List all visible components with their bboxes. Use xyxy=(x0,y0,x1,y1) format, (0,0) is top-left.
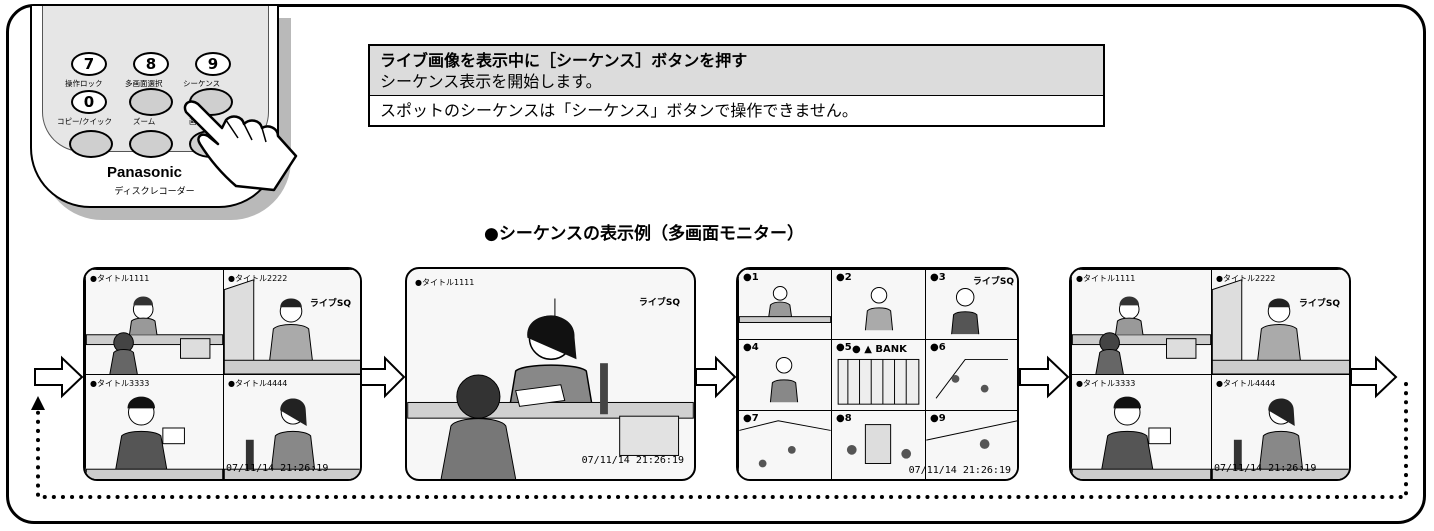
single-title: ●タイトル1111 xyxy=(415,278,475,287)
remote-key-panel: 7 8 9 操作ロック 多画面選択 シーケンス 0 コピー/クイック ズーム 画… xyxy=(42,6,269,158)
arrow-right-icon xyxy=(1019,355,1070,399)
scene-image xyxy=(739,420,831,468)
cell-number: ●7 xyxy=(743,413,759,424)
loop-return-line xyxy=(36,382,1408,499)
scene-image xyxy=(846,424,912,464)
nine-cell-9: ●9 xyxy=(925,410,1017,479)
timestamp: 07/11/14 21:26:19 xyxy=(226,463,329,474)
key-9[interactable]: 9 xyxy=(195,52,231,76)
cell-title: ●タイトル1111 xyxy=(1076,274,1136,283)
quad2-cell-4: ●タイトル4444 07/11/14 21:26:19 xyxy=(1211,374,1349,479)
customer-scene-image xyxy=(1072,396,1211,479)
cell-number: ●1 xyxy=(743,272,759,283)
arrow-right-icon xyxy=(34,355,84,399)
label-zoom: ズーム xyxy=(133,117,156,126)
brand-logo: Panasonic xyxy=(106,164,183,181)
cell-number: ●8 xyxy=(836,413,852,424)
cell-title: ●タイトル4444 xyxy=(1216,379,1276,388)
nine-cell-3: ●3 ライブSQ xyxy=(925,269,1017,340)
quad1-cell-1: ●タイトル1111 xyxy=(85,269,224,375)
customer-scene-image xyxy=(86,396,223,479)
monitor-quad-1: ●タイトル1111 ●タイトル2222 ライブSQ ●タイトル3333 ●タイト… xyxy=(83,267,362,481)
key-0[interactable]: 0 xyxy=(71,90,107,114)
timestamp: 07/11/14 21:26:19 xyxy=(581,455,684,466)
cell-title: ●タイトル2222 xyxy=(1216,274,1276,283)
nine-cell-6: ●6 xyxy=(925,339,1017,411)
teller-scene-image xyxy=(1072,296,1211,374)
instruction-note: スポットのシーケンスは「シーケンス」ボタンで操作できません。 xyxy=(380,101,858,120)
quad2-cell-2: ●タイトル2222 ライブSQ xyxy=(1211,269,1349,375)
monitor-quad-2: ●タイトル1111 ●タイトル2222 ライブSQ ●タイトル3333 ●タイト… xyxy=(1069,267,1351,481)
teller-scene-image xyxy=(86,296,223,374)
quad2-cell-1: ●タイトル1111 xyxy=(1071,269,1212,375)
arrow-up-icon xyxy=(31,396,45,410)
cell-number: ●6 xyxy=(930,342,946,353)
scene-image xyxy=(926,420,1017,449)
monitor-single: ●タイトル1111 ライブSQ 07/11/14 21:26:19 xyxy=(405,267,696,481)
arrow-right-icon xyxy=(360,355,406,399)
timestamp: 07/11/14 21:26:19 xyxy=(908,465,1011,476)
cell-number: ●3 xyxy=(930,272,946,283)
arrow-right-icon xyxy=(695,355,737,399)
multiscreen-button[interactable] xyxy=(129,88,173,116)
phone-scene-image xyxy=(1212,398,1349,479)
scene-image xyxy=(951,287,980,335)
scene-image xyxy=(769,357,799,403)
outer-frame xyxy=(6,4,1426,524)
scene-image xyxy=(864,287,894,331)
quad1-cell-3: ●タイトル3333 xyxy=(85,374,224,479)
arrow-right-icon xyxy=(1350,355,1398,399)
quad1-cell-4: ●タイトル4444 07/11/14 21:26:19 xyxy=(223,374,360,479)
label-sequence: シーケンス xyxy=(183,79,221,88)
cell-title: ●タイトル4444 xyxy=(228,379,288,388)
instruction-description: シーケンス表示を開始します。 xyxy=(380,72,602,91)
bank-entrance-image xyxy=(837,358,920,405)
cell-number: ●2 xyxy=(836,272,852,283)
nine-cell-4: ●4 xyxy=(738,339,832,411)
nine-cell-8: ●8 xyxy=(831,410,926,479)
clerk-scene-image xyxy=(224,279,360,374)
label-operation-lock: 操作ロック xyxy=(65,79,103,88)
zoom-button[interactable] xyxy=(129,130,173,158)
instruction-box: ライブ画像を表示中に［シーケンス］ボタンを押す シーケンス表示を開始します。 ス… xyxy=(368,44,1105,127)
nine-cell-1: ●1 xyxy=(738,269,832,340)
key-7[interactable]: 7 xyxy=(71,52,107,76)
cell-title: ●タイトル3333 xyxy=(1076,379,1136,388)
sq-tag: ライブSQ xyxy=(972,277,1014,287)
cell-title: ●タイトル2222 xyxy=(228,274,288,283)
example-heading: ●シーケンスの表示例（多画面モニター） xyxy=(484,224,804,244)
pointing-hand-icon xyxy=(183,100,298,192)
timestamp: 07/11/14 21:26:19 xyxy=(1214,463,1317,474)
phone-scene-image xyxy=(224,398,360,479)
remote-footer: ディスクレコーダー xyxy=(114,187,195,197)
copy-quick-button[interactable] xyxy=(69,130,113,158)
sq-tag: ライブSQ xyxy=(638,298,680,308)
sq-tag: ライブSQ xyxy=(1298,299,1340,309)
label-copy-quick: コピー/クイック xyxy=(57,117,113,126)
teller-closeup-image xyxy=(407,298,694,479)
instruction-header: ライブ画像を表示中に［シーケンス］ボタンを押す シーケンス表示を開始します。 xyxy=(370,46,1103,96)
instruction-title: ライブ画像を表示中に［シーケンス］ボタンを押す xyxy=(380,51,748,70)
nine-cell-5: ●5 ● ▲ BANK xyxy=(831,339,926,411)
cell-number: ●5 xyxy=(836,342,852,353)
nine-cell-2: ●2 xyxy=(831,269,926,340)
clerk-scene-image xyxy=(1212,279,1349,374)
cell-title: ●タイトル3333 xyxy=(90,379,150,388)
monitor-nine: ●1 ●2 ●3 ライブSQ ●4 ●5 ● ▲ BANK ●6 ●7 ●8 ●… xyxy=(736,267,1019,481)
cell-number: ●9 xyxy=(930,413,946,424)
key-8[interactable]: 8 xyxy=(133,52,169,76)
cell-number: ●4 xyxy=(743,342,759,353)
label-multiscreen: 多画面選択 xyxy=(125,79,163,88)
scene-image xyxy=(739,286,831,323)
quad2-cell-3: ●タイトル3333 xyxy=(1071,374,1212,479)
sq-tag: ライブSQ xyxy=(309,299,351,309)
scene-image xyxy=(935,358,1008,399)
bank-sign: ● ▲ BANK xyxy=(852,344,907,355)
cell-title: ●タイトル1111 xyxy=(90,274,150,283)
quad1-cell-2: ●タイトル2222 ライブSQ xyxy=(223,269,360,375)
